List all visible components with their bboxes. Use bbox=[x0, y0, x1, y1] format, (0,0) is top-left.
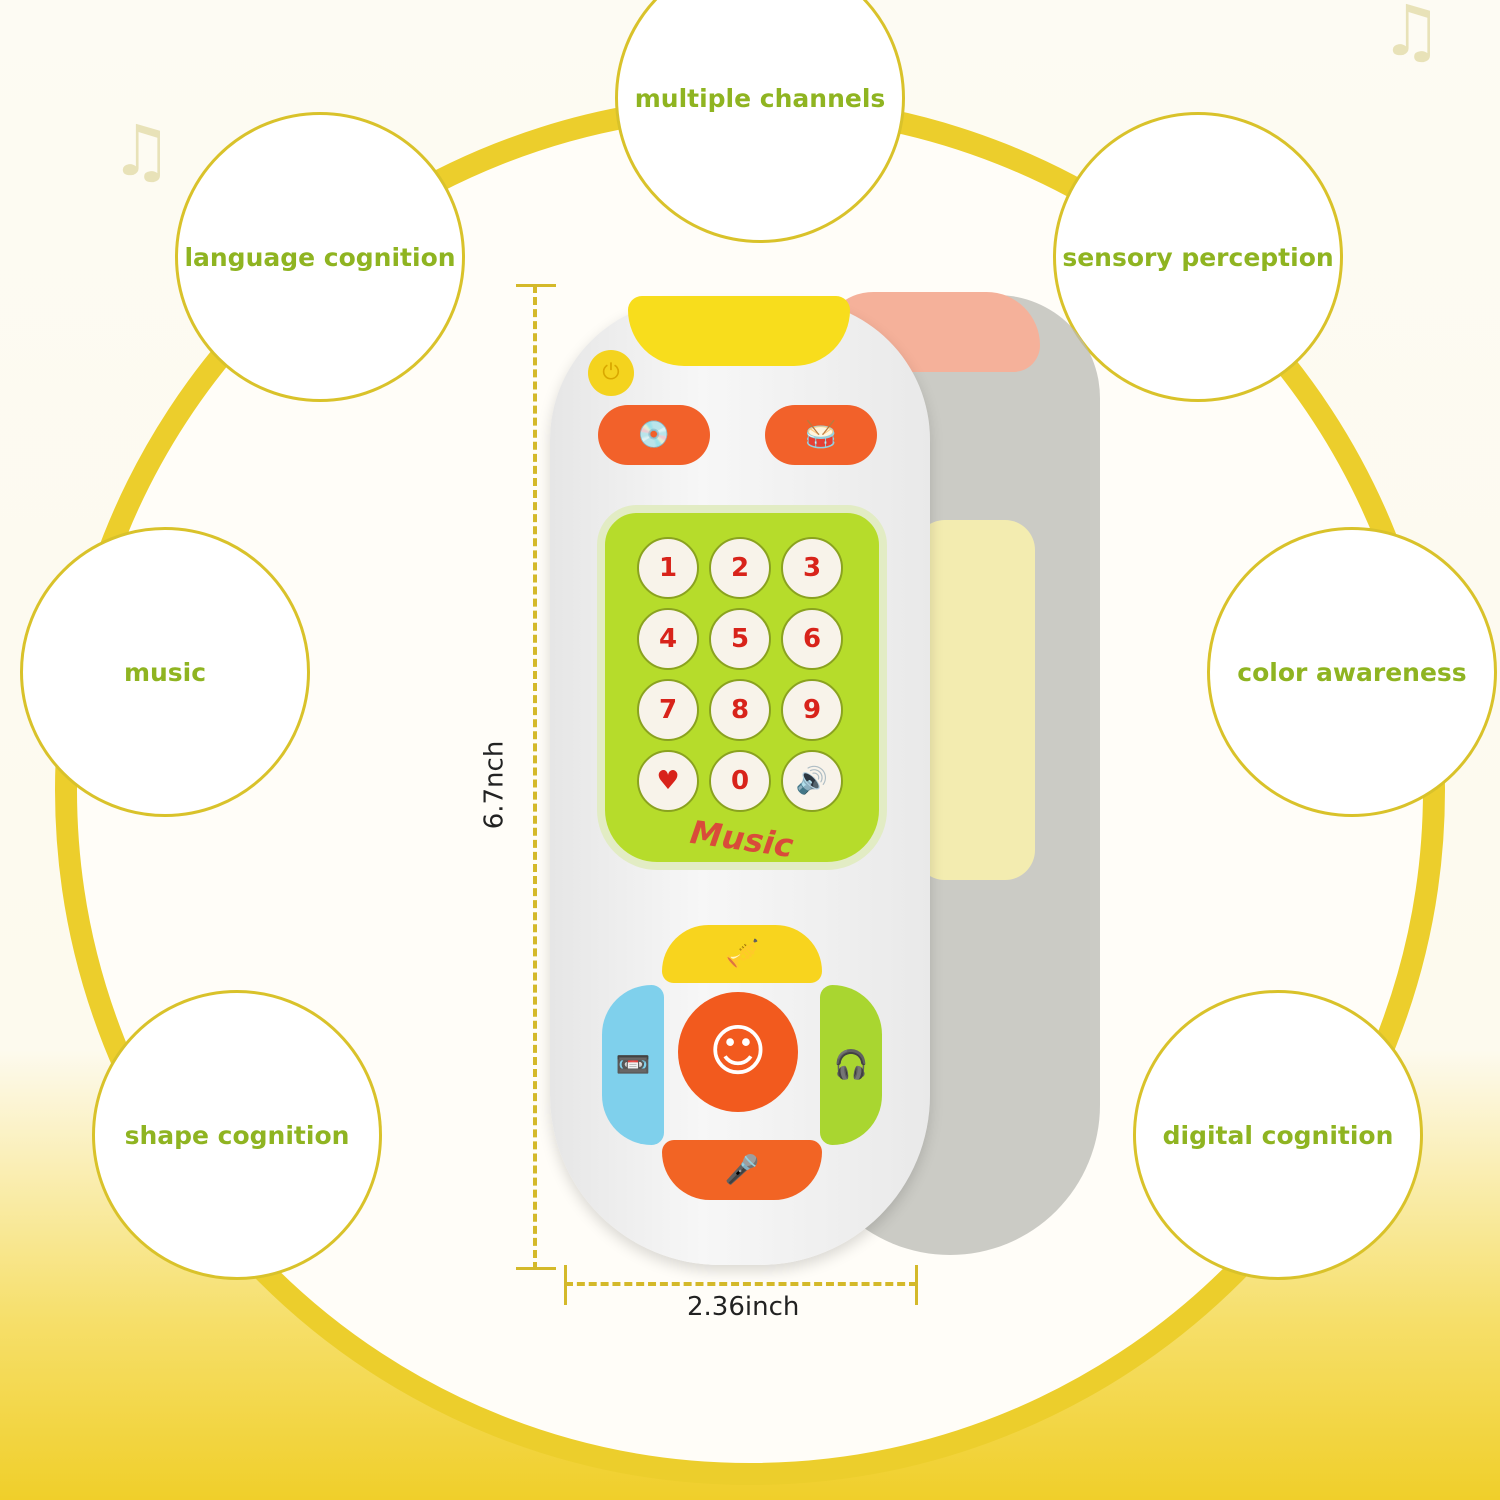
dimension-cap bbox=[516, 284, 556, 287]
music-note-icon: ♫ bbox=[1380, 0, 1443, 72]
keypad-key: 9 bbox=[781, 679, 843, 741]
height-dimension-line bbox=[533, 285, 537, 1270]
record-music-button: 💿 bbox=[598, 405, 710, 465]
feature-digital-cognition: digital cognition bbox=[1133, 990, 1423, 1280]
dimension-cap bbox=[915, 1265, 918, 1305]
keypad-key: 2 bbox=[709, 537, 771, 599]
trumpet-button: 🎺 bbox=[662, 925, 822, 983]
dimension-cap bbox=[516, 1267, 556, 1270]
feature-multiple-channels: multiple channels bbox=[615, 0, 905, 243]
headphones-button: 🎧 bbox=[820, 985, 882, 1145]
cassette-button: 📼 bbox=[602, 985, 664, 1145]
feature-language-cognition: language cognition bbox=[175, 112, 465, 402]
feature-music: music bbox=[20, 527, 310, 817]
keypad-key: 5 bbox=[709, 608, 771, 670]
keypad-key: 1 bbox=[637, 537, 699, 599]
width-label: 2.36inch bbox=[687, 1292, 800, 1322]
drum-button: 🥁 bbox=[765, 405, 877, 465]
keypad-key: ♥ bbox=[637, 750, 699, 812]
feature-shape-cognition: shape cognition bbox=[92, 990, 382, 1280]
keypad-key: 3 bbox=[781, 537, 843, 599]
keypad-key: 7 bbox=[637, 679, 699, 741]
feature-color-awareness: color awareness bbox=[1207, 527, 1497, 817]
keypad-key: 0 bbox=[709, 750, 771, 812]
keypad-key: 🔊 bbox=[781, 750, 843, 812]
music-note-icon: ♫ bbox=[110, 110, 173, 192]
microphone-button: 🎤 bbox=[662, 1140, 822, 1200]
power-icon: ⏻ bbox=[588, 350, 634, 396]
keypad-key: 4 bbox=[637, 608, 699, 670]
width-dimension-line bbox=[565, 1282, 917, 1286]
height-label: 6.7nch bbox=[479, 740, 510, 830]
keypad-key: 6 bbox=[781, 608, 843, 670]
feature-sensory-perception: sensory perception bbox=[1053, 112, 1343, 402]
remote-top-cap bbox=[628, 296, 850, 366]
smiley-face-button: ☺ bbox=[678, 992, 798, 1112]
remote-shadow-pad bbox=[915, 520, 1035, 880]
keypad-key: 8 bbox=[709, 679, 771, 741]
dimension-cap bbox=[564, 1265, 567, 1305]
